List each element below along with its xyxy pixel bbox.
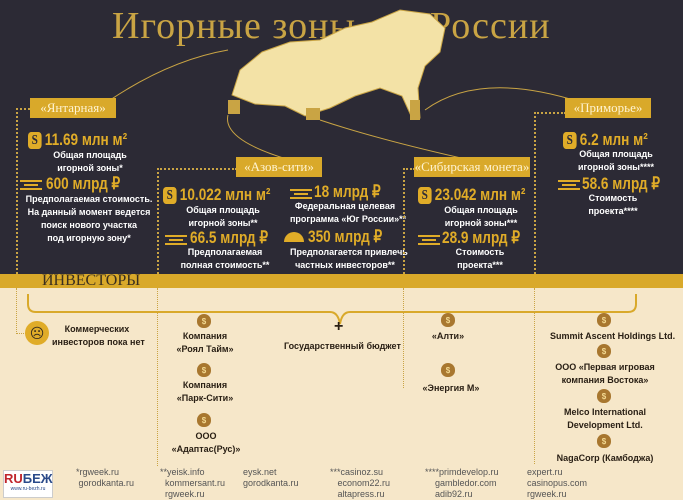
source-list: expert.ru casinopus.com rgweek.ru bbox=[527, 467, 588, 499]
money-bag-icon: $ bbox=[441, 313, 455, 327]
investor-primorye: Melco International Development Ltd. bbox=[563, 407, 646, 430]
connector bbox=[534, 288, 552, 464]
money-bag-icon: $ bbox=[597, 313, 611, 327]
no-investors-text: Коммерческих инвесторов пока нет bbox=[52, 324, 145, 347]
investors-band bbox=[0, 274, 683, 288]
area-icon: S bbox=[563, 132, 577, 150]
zone-tag-yantarnaya: «Янтарная» bbox=[30, 98, 116, 118]
zone-area-label: Общая площадь игорной зоны** bbox=[186, 205, 260, 228]
investor-siberia: «Алти» bbox=[431, 331, 465, 341]
source-list: ****primdevelop.ru gambledor.com adib92.… bbox=[425, 467, 499, 499]
zone-area-label: Общая площадь игорной зоны* bbox=[53, 150, 127, 173]
money-bag-icon: $ bbox=[197, 413, 211, 427]
zone-cost: 28.9 млрд ₽ bbox=[442, 228, 520, 247]
state-budget: Государственный бюджет bbox=[284, 341, 401, 351]
private-investment-label: Предполагается привлечь частных инвестор… bbox=[290, 247, 408, 270]
money-bag-icon: $ bbox=[597, 434, 611, 448]
investor-siberia: «Энергия М» bbox=[422, 383, 480, 393]
investor-azov: Компания «Роял Тайм» bbox=[176, 331, 234, 354]
zone-tag-primorye: «Приморье» bbox=[565, 98, 651, 118]
connector bbox=[403, 168, 415, 274]
source-list: **yeisk.info kommersant.ru rgweek.ru bbox=[160, 467, 226, 499]
map-zone-primorye bbox=[410, 100, 420, 120]
coins-icon bbox=[20, 180, 42, 190]
zone-area-label: Общая площадь игорной зоны*** bbox=[444, 205, 518, 228]
money-bag-icon: $ bbox=[597, 389, 611, 403]
arrow-siberia bbox=[319, 119, 471, 161]
sad-face-icon: ☹ bbox=[25, 321, 49, 345]
zone-tag-siberia: «Сибирская монета» bbox=[414, 157, 530, 177]
zone-cost-label: Стоимость проекта*** bbox=[455, 247, 505, 270]
private-investment: 350 млрд ₽ bbox=[308, 227, 383, 246]
zone-cost-label: Предполагаемая стоимость. На данный моме… bbox=[25, 194, 153, 243]
map-zone-siberia bbox=[306, 108, 320, 120]
connector bbox=[534, 112, 566, 274]
investors-heading: ИНВЕСТОРЫ bbox=[42, 272, 141, 289]
coins-icon bbox=[418, 235, 440, 245]
arrow-yantarnaya bbox=[109, 49, 229, 101]
money-bag-icon: $ bbox=[441, 363, 455, 377]
map-zone-yantarnaya bbox=[228, 100, 240, 114]
money-bag-icon: $ bbox=[597, 344, 611, 358]
money-bag-icon: $ bbox=[197, 314, 211, 328]
area-icon: S bbox=[163, 187, 177, 205]
zone-cost: 58.6 млрд ₽ bbox=[582, 174, 660, 193]
investor-primorye: NagaCorp (Камбоджа) bbox=[556, 453, 654, 463]
investor-azov: Компания «Парк-Сити» bbox=[176, 380, 234, 403]
investor-person-icon bbox=[284, 232, 304, 242]
coins-icon bbox=[558, 180, 580, 190]
connector bbox=[157, 288, 179, 466]
source-list: eysk.net gorodkanta.ru bbox=[243, 467, 299, 488]
zone-tag-azov: «Азов-сити» bbox=[236, 157, 322, 177]
source-list: *rgweek.ru gorodkanta.ru bbox=[76, 467, 135, 488]
investor-azov: ООО «Адаптас(Рус)» bbox=[171, 431, 241, 454]
arrow-primorye bbox=[424, 87, 581, 111]
zone-cost-label: Предполагаемая полная стоимость** bbox=[180, 247, 270, 270]
source-list: ***casinoz.su econom22.ru altapress.ru bbox=[330, 467, 391, 499]
rubezh-logo: RUБЕЖ www.ru-bezh.ru bbox=[3, 470, 53, 498]
coins-icon bbox=[290, 189, 312, 199]
coins-icon bbox=[165, 235, 187, 245]
investor-primorye: ООО «Первая игровая компания Востока» bbox=[555, 362, 655, 385]
connector bbox=[157, 168, 237, 274]
money-bag-icon: $ bbox=[197, 363, 211, 377]
title-right: России bbox=[430, 5, 551, 47]
federal-funding: 18 млрд ₽ bbox=[314, 182, 381, 201]
plus-sign: + bbox=[334, 318, 344, 335]
zone-cost: 66.5 млрд ₽ bbox=[190, 228, 268, 247]
map-shape bbox=[231, 9, 446, 119]
connector bbox=[16, 108, 30, 274]
connector bbox=[403, 288, 421, 388]
investors-bracket bbox=[27, 294, 637, 325]
zone-cost-label: Стоимость проекта**** bbox=[588, 193, 638, 216]
area-icon: S bbox=[418, 187, 432, 205]
investor-primorye: Summit Ascent Holdings Ltd. bbox=[550, 331, 676, 341]
zone-area-label: Общая площадь игорной зоны**** bbox=[577, 149, 654, 172]
arrow-azov bbox=[227, 114, 291, 161]
connector bbox=[16, 288, 26, 334]
area-icon: S bbox=[28, 132, 42, 150]
russia-map bbox=[109, 9, 581, 161]
zone-cost: 600 млрд ₽ bbox=[46, 174, 121, 193]
federal-funding-label: Федеральная целевая программа «Юг России… bbox=[290, 201, 407, 224]
